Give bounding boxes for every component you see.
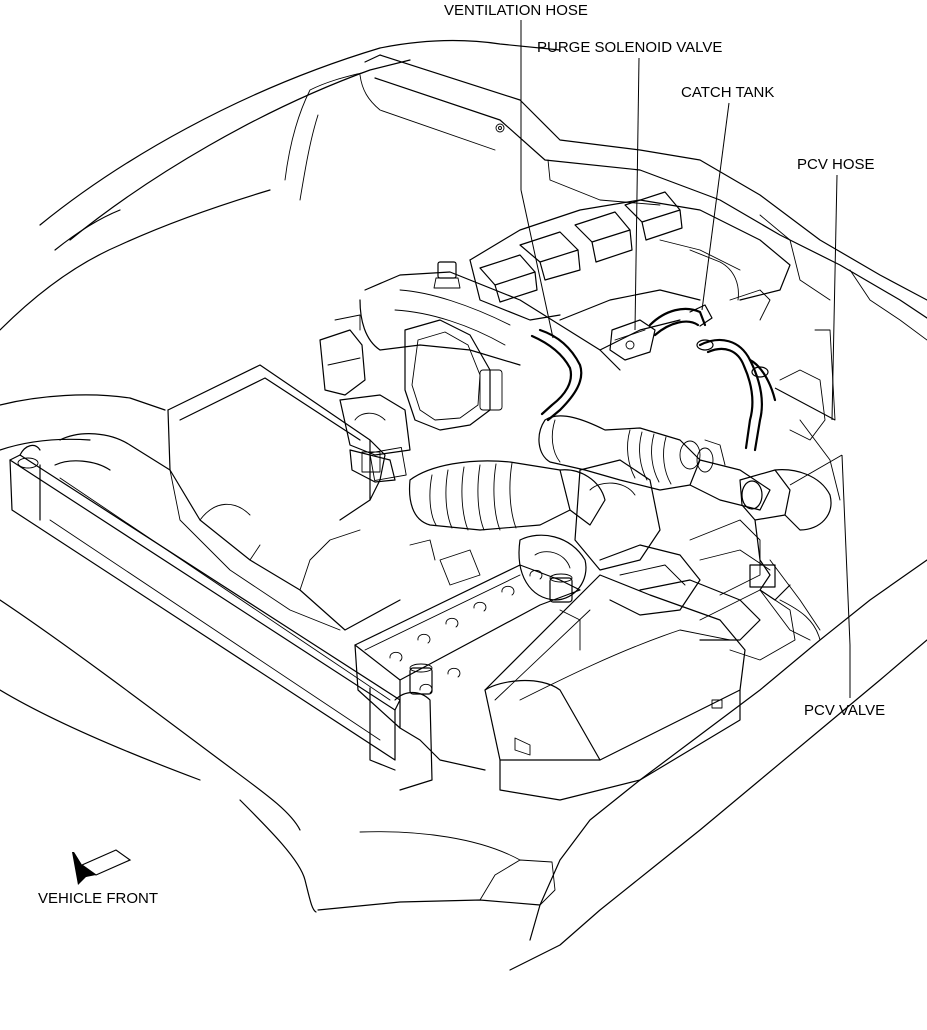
air-cleaner: [167, 364, 401, 631]
leader-pcv-hose: [831, 174, 838, 421]
engine-assembly: [319, 191, 791, 641]
intake-duct: [369, 439, 606, 531]
label-vehicle-front: VEHICLE FRONT: [38, 890, 159, 907]
vehicle-body-outline: [0, 39, 927, 971]
label-pcv-hose: PCV HOSE: [797, 156, 875, 173]
leader-purge-solenoid-valve: [634, 57, 640, 331]
vehicle-front-arrow-icon: [72, 849, 132, 885]
leader-catch-tank: [701, 102, 730, 311]
label-catch-tank: CATCH TANK: [681, 84, 775, 101]
label-pcv-valve: PCV VALVE: [804, 702, 886, 719]
pcv-hoses: [530, 289, 841, 641]
battery: [354, 564, 581, 771]
misc-components: [409, 519, 821, 661]
air-hose: [538, 415, 771, 511]
label-ventilation-hose: VENTILATION HOSE: [444, 2, 588, 19]
radiator: [9, 433, 433, 791]
fuse-box: [484, 574, 746, 801]
leader-lines: [520, 20, 851, 698]
label-purge-solenoid-valve: PURGE SOLENOID VALVE: [537, 39, 723, 56]
